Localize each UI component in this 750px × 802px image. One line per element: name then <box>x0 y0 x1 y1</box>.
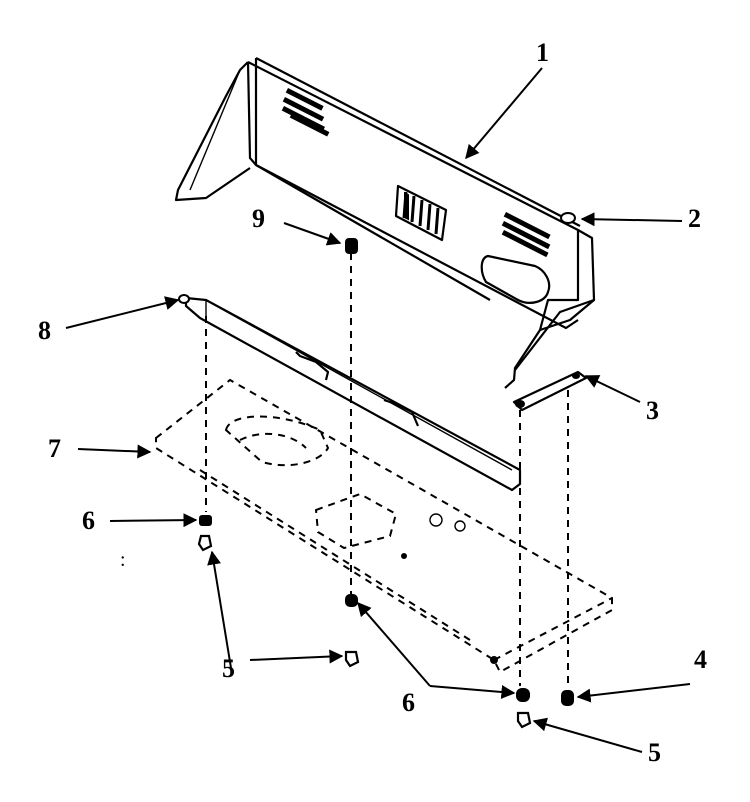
screw-part-5-left <box>197 534 213 552</box>
grommet-part-6-right <box>516 688 530 702</box>
nut-part-2 <box>560 212 576 224</box>
mounting-rail-part-8 <box>178 294 522 492</box>
grommet-part-6-mid <box>345 594 358 607</box>
callout-5-left: 5 <box>222 654 235 683</box>
back-panel-part <box>174 57 596 389</box>
screw-part-5-mid <box>344 650 360 668</box>
callout-7: 7 <box>48 434 61 463</box>
callout-1: 1 <box>536 38 549 67</box>
bracket-part-3 <box>512 370 588 412</box>
callout-2: 2 <box>688 204 701 233</box>
leader-lines <box>65 67 691 753</box>
assembly-lines <box>205 240 569 688</box>
stray-mark: : <box>120 549 126 571</box>
grommet-part-6-left <box>199 515 212 526</box>
callout-4: 4 <box>694 645 707 674</box>
screw-part-5-right <box>516 711 532 729</box>
callout-5-right: 5 <box>648 738 661 767</box>
callout-6-bottom: 6 <box>402 688 415 717</box>
callout-8: 8 <box>38 316 51 345</box>
callout-9: 9 <box>252 204 265 233</box>
callout-3: 3 <box>646 396 659 425</box>
callout-6-left: 6 <box>82 506 95 535</box>
base-plate-part-7 <box>155 378 613 674</box>
bolt-part-4 <box>561 690 574 706</box>
